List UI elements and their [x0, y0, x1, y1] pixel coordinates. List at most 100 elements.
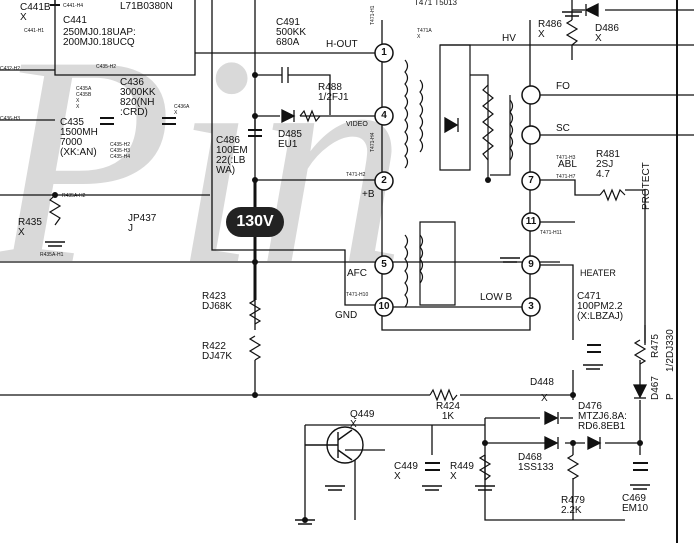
c435-label: C435 1500MH 7000 (XK:AN) — [60, 117, 98, 158]
gnd-label: GND — [335, 310, 358, 321]
r449-zigzag — [478, 454, 492, 481]
transformer-coils — [404, 44, 514, 308]
capacitors — [50, 4, 648, 471]
pin-1: 1 — [381, 47, 387, 58]
t471h4-label: T471-H4 — [370, 132, 376, 152]
r486-label: R486 X — [538, 19, 562, 40]
abl-label: ABL — [558, 159, 577, 170]
pin-2: 2 — [381, 175, 387, 186]
t471h11-label: T471-H11 — [540, 230, 562, 236]
t471a-label: T471A X — [417, 28, 432, 40]
p-label: P — [665, 393, 676, 400]
hout-label: H-OUT — [326, 39, 358, 50]
pin-4: 4 — [381, 110, 387, 121]
r422-zigzag — [248, 335, 262, 361]
heater-label: HEATER — [580, 268, 616, 278]
pin-7: 7 — [528, 175, 534, 186]
q449-transistor — [305, 426, 364, 464]
r435ah1-label: R435A-H1 — [40, 252, 64, 258]
r423-zigzag — [248, 299, 262, 325]
d476-label: D476 MTZJ6.8A: RD6.8EB1 — [578, 401, 627, 432]
c436a-label: C436A X — [174, 104, 190, 116]
r475-value: 1/2DJ330 — [665, 329, 676, 372]
r449-label: R449 X — [450, 461, 474, 482]
junction-dots — [52, 72, 643, 523]
c441b-label: C441B X — [20, 2, 51, 23]
hv-label: HV — [502, 33, 516, 44]
r435ah2-label: R435A-H2 — [62, 193, 86, 199]
q449-label: Q449 X — [350, 409, 375, 430]
d448-x-label: X — [541, 393, 548, 404]
c441h4-label: C441-H4 — [63, 3, 84, 9]
d468-diode — [544, 435, 559, 451]
c436-label: C436 3000KK 820(NH :CRD) — [120, 77, 156, 118]
c441-label: C441 — [63, 15, 87, 26]
r481-zigzag — [599, 188, 626, 202]
lowb-label: LOW B — [480, 292, 513, 303]
c441-value: 250MJ0.18UAP: 200MJ0.18UCQ — [63, 27, 136, 48]
t471h2-label: T471-H2 — [346, 172, 366, 178]
watermark: Pin — [0, 0, 407, 326]
fo-label: FO — [556, 81, 570, 92]
r488-label: R488 1/2FJ1 — [318, 82, 349, 103]
ic-top-label: L71B0380N — [120, 1, 173, 12]
d476b-diode — [587, 435, 602, 451]
d467-label: D467 — [650, 376, 661, 400]
c435h2-label: C435-H2 — [96, 64, 117, 70]
r488-zigzag — [299, 109, 321, 123]
r475-label: R475 — [650, 334, 661, 358]
c436h3-label: C436-H3 — [0, 116, 21, 122]
r422-label: R422 DJ47K — [202, 341, 233, 362]
r486-zigzag — [565, 19, 579, 46]
c441h1-label: C441-H1 — [24, 28, 45, 34]
r423-label: R423 DJ68K — [202, 291, 233, 312]
pin-5: 5 — [381, 259, 387, 270]
t471-title: T471 T5013 — [414, 0, 457, 7]
d485-diode — [281, 108, 296, 124]
pin-3: 3 — [528, 301, 534, 312]
pot-zigzag — [482, 84, 494, 161]
d448-label: D448 — [530, 377, 554, 388]
voltage-130v-badge: 130V — [226, 207, 284, 237]
t471h3-label: T471-H3 — [556, 155, 576, 161]
pin-circles — [374, 43, 541, 317]
jp437-label: JP437 J — [128, 213, 157, 234]
video-label: VIDEO — [346, 121, 368, 128]
r435-zigzag — [48, 194, 62, 226]
t471h10-label: T471-H10 — [346, 292, 369, 298]
d486-diode — [584, 2, 599, 18]
d485-label: D485 EU1 — [278, 129, 302, 150]
protect-label: PROTECT — [641, 162, 652, 210]
r475-zigzag — [633, 339, 647, 365]
r479-label: R479 2.2K — [561, 495, 585, 516]
r435-label: R435 X — [18, 217, 42, 238]
pin-9: 9 — [528, 259, 534, 270]
c435-sub-label: C435-H2 C435-H3 C435-H4 — [110, 142, 131, 160]
pin-10: 10 — [378, 301, 390, 312]
c432h2-label: C432-H2 — [0, 66, 21, 72]
r479-zigzag — [566, 454, 580, 480]
d467-diode — [632, 384, 648, 399]
r424-zigzag — [429, 388, 458, 402]
d468-label: D468 1SS133 — [518, 452, 554, 473]
sc-label: SC — [556, 123, 570, 134]
c486-label: C486 100EM 22(:LB WA) — [216, 135, 248, 176]
pin-11: 11 — [525, 216, 537, 227]
r481-label: R481 2SJ 4.7 — [596, 149, 620, 180]
plusb-label: +B — [362, 189, 375, 200]
r424-label: R424 1K — [436, 401, 460, 422]
d486-label: D486 X — [595, 23, 619, 44]
c469-label: C469 EM10 — [622, 493, 649, 514]
t471h7-label: T471-H7 — [556, 174, 576, 180]
afc-label: AFC — [347, 268, 367, 279]
resistors — [48, 19, 647, 481]
d476a-diode — [544, 410, 559, 426]
fbt-diode — [444, 116, 459, 134]
c491-label: C491 500KK 680A — [276, 17, 307, 48]
ic-box-outline — [54, 0, 196, 76]
c435a-label: C435A C435B X X — [76, 86, 92, 110]
c449-label: C449 X — [394, 461, 418, 482]
c471-label: C471 100PM2.2 (X:LBZAJ) — [577, 291, 624, 322]
